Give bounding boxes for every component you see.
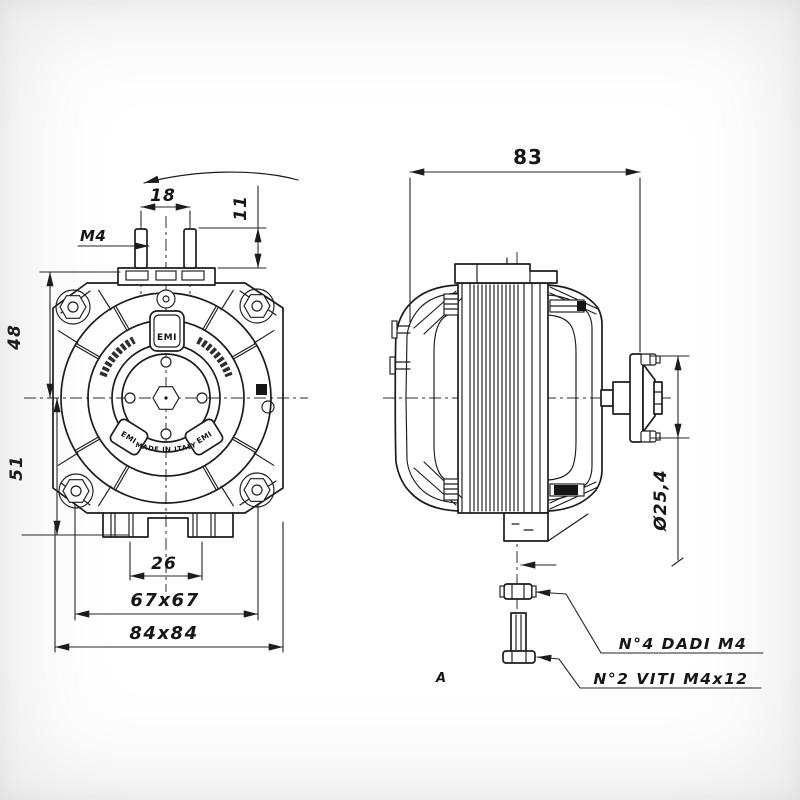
dim-stud-pitch: 18 (140, 186, 191, 227)
shaft-end-boss (653, 381, 663, 415)
dim-overall-depth-label: 83 (513, 145, 543, 169)
through-bolt (549, 299, 586, 313)
flange-bolt (640, 430, 661, 443)
view-mark-label: A (435, 671, 446, 686)
dim-hub-diameter-label: Ø25,4 (651, 469, 671, 531)
corner-nut (239, 288, 275, 324)
screw-drawing (502, 612, 536, 664)
callout-nuts-label: N°4 DADI M4 (619, 635, 748, 653)
callout-screws: N°2 VITI M4x12 (536, 654, 762, 689)
dim-stud-height: 11 (198, 185, 267, 269)
hardware-callouts: N°4 DADI M4 N°2 VITI M4x12 A (435, 561, 764, 689)
corner-nuts (55, 288, 275, 509)
dim-stud-pitch-label: 18 (150, 186, 176, 206)
mounting-tab (389, 356, 411, 375)
dim-axis-to-top: 48 (5, 271, 121, 399)
top-bracket (454, 257, 558, 284)
dim-foot-slot-label: 26 (151, 554, 177, 574)
flange-bolt (640, 353, 661, 366)
through-bolt (443, 478, 459, 501)
corner-nut (239, 472, 275, 508)
front-view: EMI EMI EMI MADE IN ITALY 18 11 (5, 171, 308, 653)
dim-mount-square: 67x67 (74, 504, 259, 621)
through-bolt (443, 293, 459, 316)
dim-stud-height-label: 11 (231, 195, 251, 221)
shaft-stub (600, 389, 614, 407)
hub (124, 356, 208, 440)
dim-axis-to-bottom-label: 51 (7, 455, 27, 481)
dim-axis-to-top-label: 48 (5, 324, 25, 351)
dim-body-square: 84x84 (54, 521, 284, 653)
nut-drawing (499, 583, 537, 600)
nameplate-top-label: EMI (157, 333, 177, 343)
ring-print-left (99, 336, 136, 378)
side-view: 83 Ø25,4 (383, 145, 690, 613)
flange-cone (642, 363, 656, 433)
nameplate-lower-left: EMI (109, 418, 149, 456)
left-end-bell (389, 284, 463, 512)
dim-body-square-label: 84x84 (129, 623, 198, 644)
terminal-box (503, 512, 589, 542)
through-bolt (549, 483, 585, 497)
corner-nut (58, 473, 94, 509)
callout-screws-label: N°2 VITI M4x12 (593, 670, 748, 688)
dim-axis-to-bottom: 51 (7, 397, 129, 536)
dim-stud-thread-label: M4 (80, 227, 106, 245)
ring-print-right (196, 336, 233, 378)
nameplate-top: EMI (149, 310, 185, 352)
callout-nuts: N°4 DADI M4 (535, 589, 764, 654)
corner-nut (55, 289, 91, 325)
nameplate-lower-right: EMI (184, 418, 224, 456)
lamination-stack (457, 282, 549, 514)
shaft-assembly (600, 353, 663, 443)
dim-foot-slot: 26 (129, 541, 203, 581)
dim-stud-thread: M4 (77, 227, 150, 250)
dim-mount-square-label: 67x67 (130, 590, 199, 611)
flange-disc (629, 353, 644, 443)
stud-right (183, 228, 197, 269)
terminal-mark (256, 384, 267, 395)
shaft-collar (612, 381, 632, 415)
dim-hub-diameter: Ø25,4 (650, 355, 690, 567)
mounting-tab (391, 320, 411, 339)
stud-left (134, 228, 148, 269)
top-pivot (156, 289, 176, 309)
dim-overall-depth: 83 (409, 145, 641, 353)
rotation-arrow-icon (143, 171, 299, 184)
